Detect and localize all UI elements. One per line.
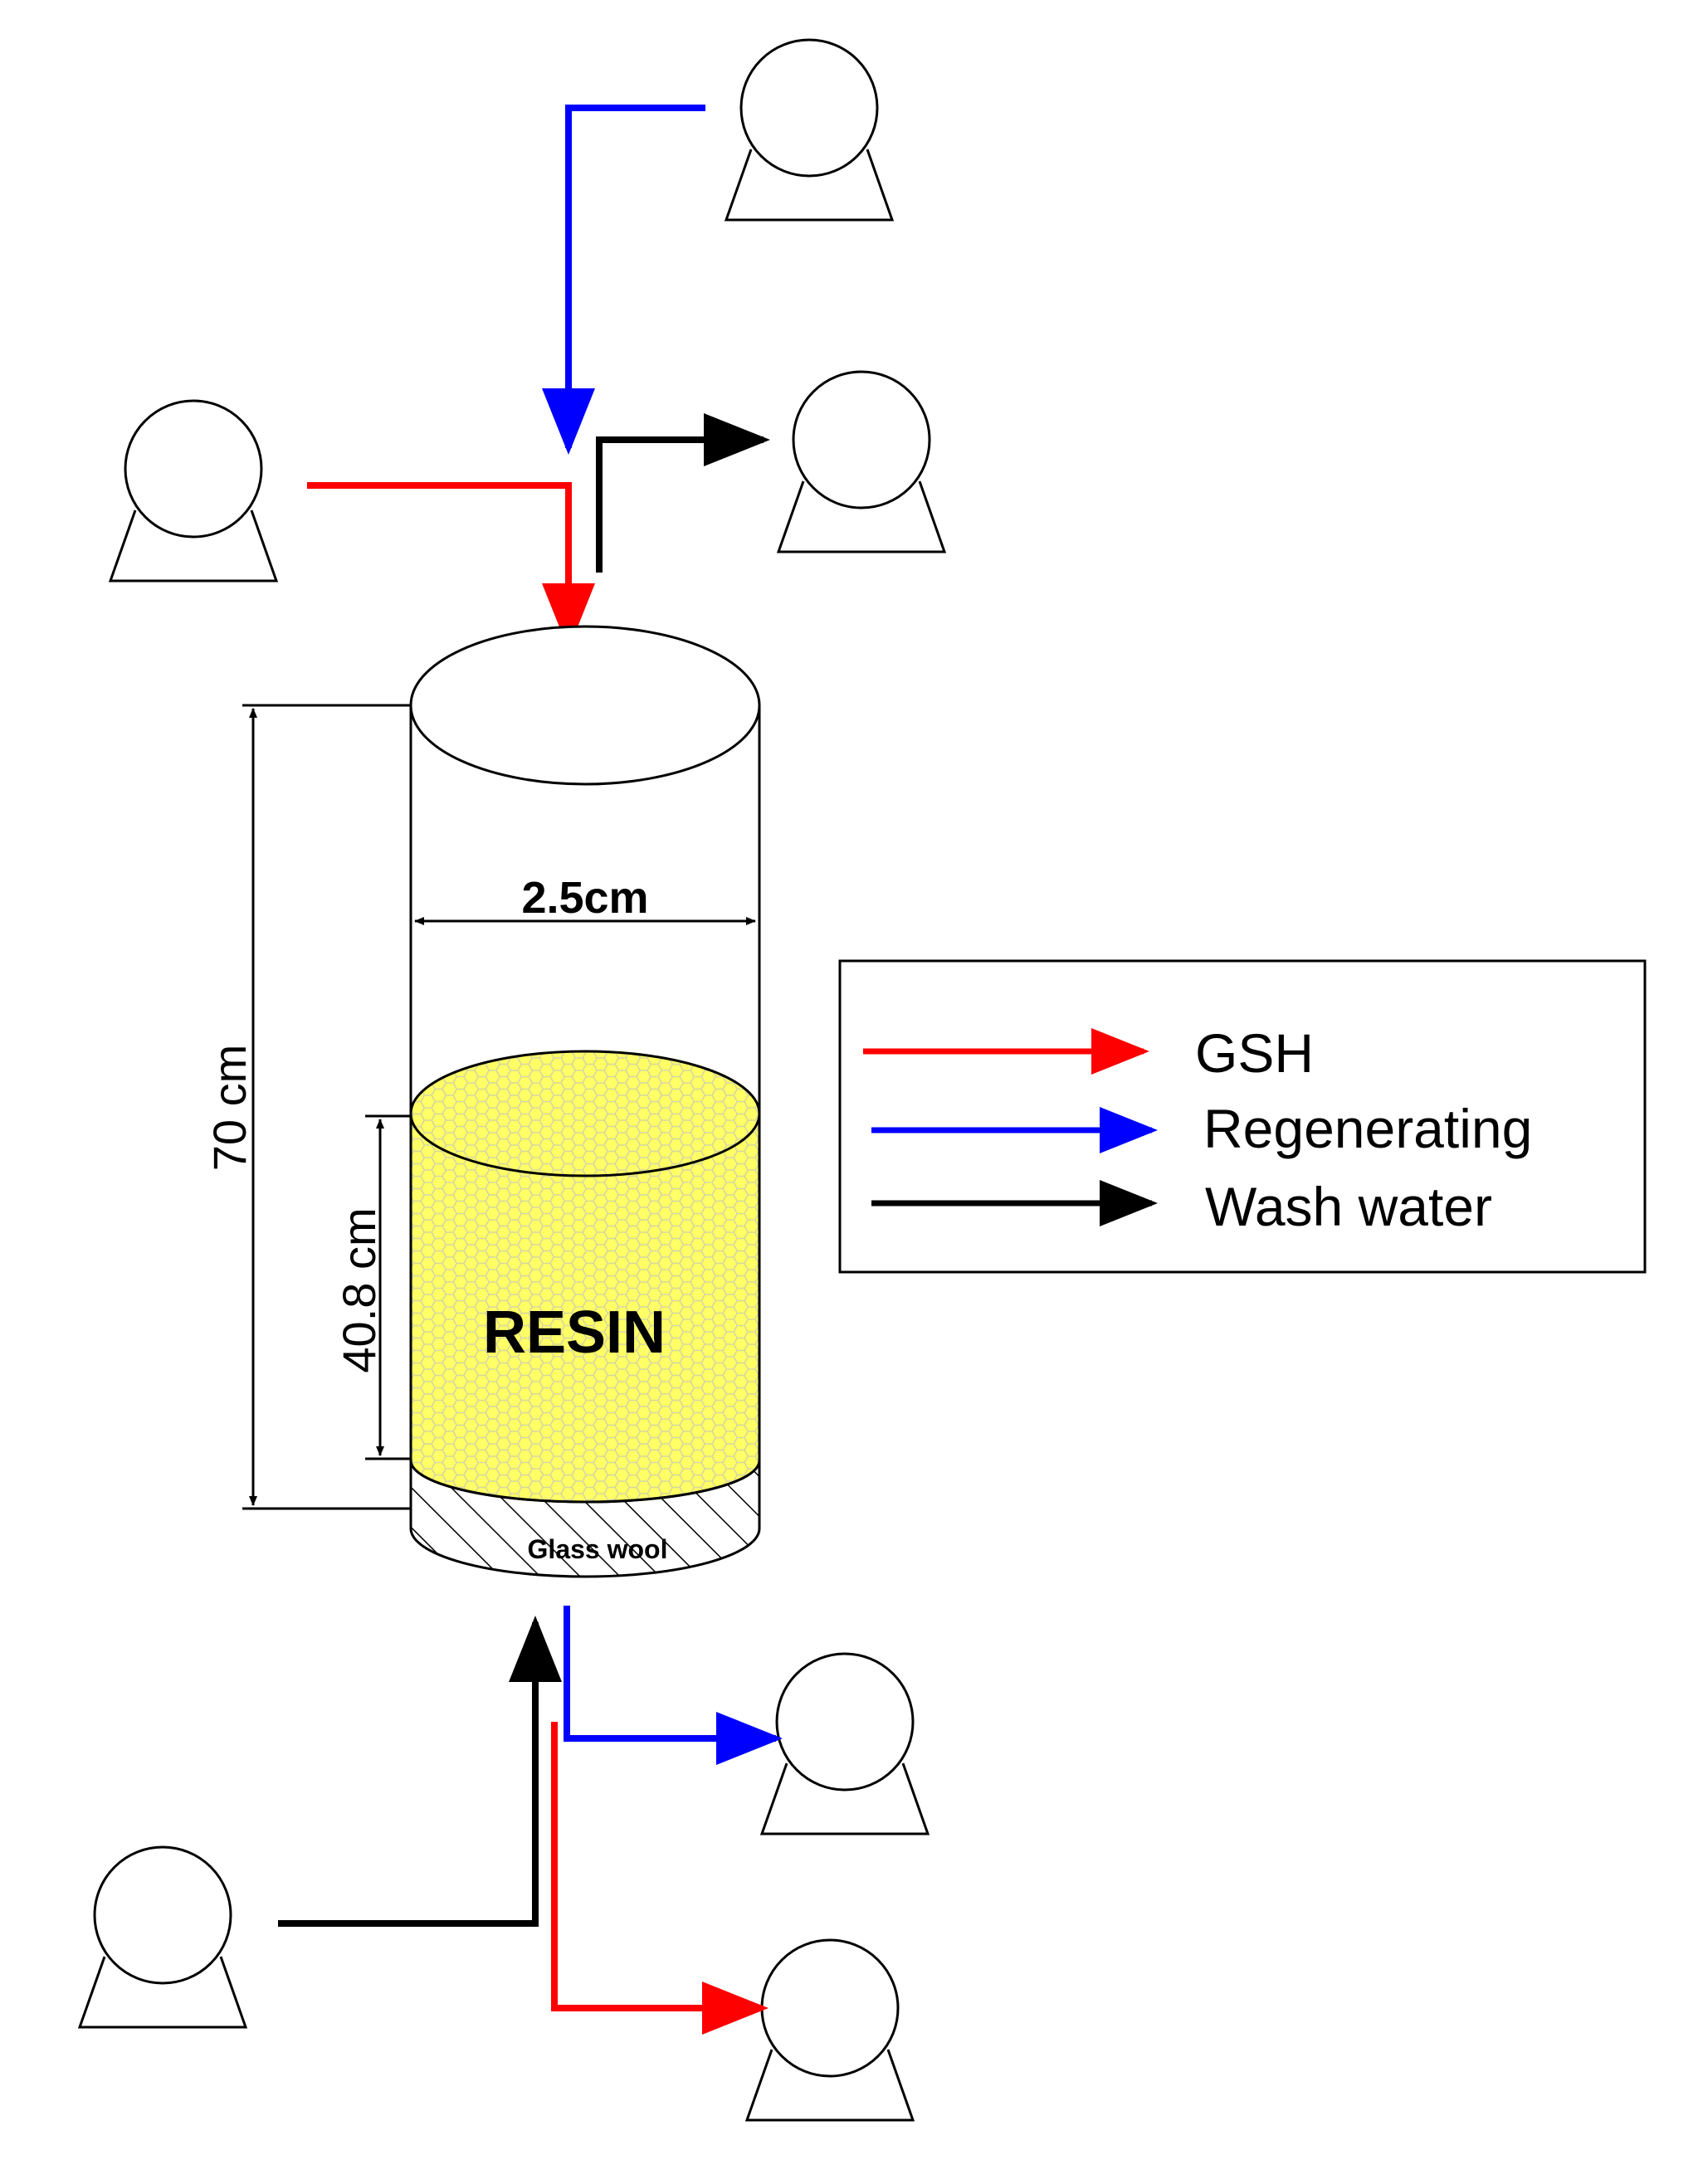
resin-top-surface bbox=[409, 1050, 761, 1177]
column: RESIN Glass wool bbox=[409, 625, 761, 1578]
pump-icon bbox=[776, 370, 947, 553]
wash-water-top-outlet-line bbox=[596, 413, 770, 573]
legend-label-regenerating: Regenerating bbox=[1203, 1098, 1532, 1159]
glass-wool-label: Glass wool bbox=[528, 1534, 668, 1564]
legend-label-gsh: GSH bbox=[1195, 1022, 1314, 1084]
column-height-label: 70 cm bbox=[203, 1045, 256, 1172]
gsh-outlet-line bbox=[551, 1722, 769, 2035]
pump-icon bbox=[744, 1938, 915, 2122]
pump-icon bbox=[724, 38, 895, 222]
diameter-label: 2.5cm bbox=[521, 873, 648, 923]
wash-water-inlet-line bbox=[278, 1616, 562, 1927]
legend-item-wash-water: Wash water bbox=[871, 1176, 1492, 1237]
pump-icon bbox=[108, 399, 279, 583]
legend: GSH Regenerating Wash water bbox=[838, 959, 1647, 1274]
regenerating-outlet-line bbox=[564, 1606, 783, 1765]
legend-item-regenerating: Regenerating bbox=[871, 1098, 1532, 1159]
legend-item-gsh: GSH bbox=[863, 1022, 1314, 1084]
column-top bbox=[409, 625, 761, 786]
resin-label: RESIN bbox=[483, 1299, 666, 1366]
bed-height-label: 40.8 cm bbox=[333, 1207, 385, 1372]
pump-icon bbox=[77, 1845, 248, 2029]
resin-bed bbox=[411, 1114, 759, 1502]
legend-label-wash-water: Wash water bbox=[1205, 1176, 1492, 1237]
gsh-inlet-line bbox=[307, 482, 595, 650]
pump-icon bbox=[759, 1652, 930, 1835]
regenerating-inlet-line bbox=[542, 105, 705, 455]
